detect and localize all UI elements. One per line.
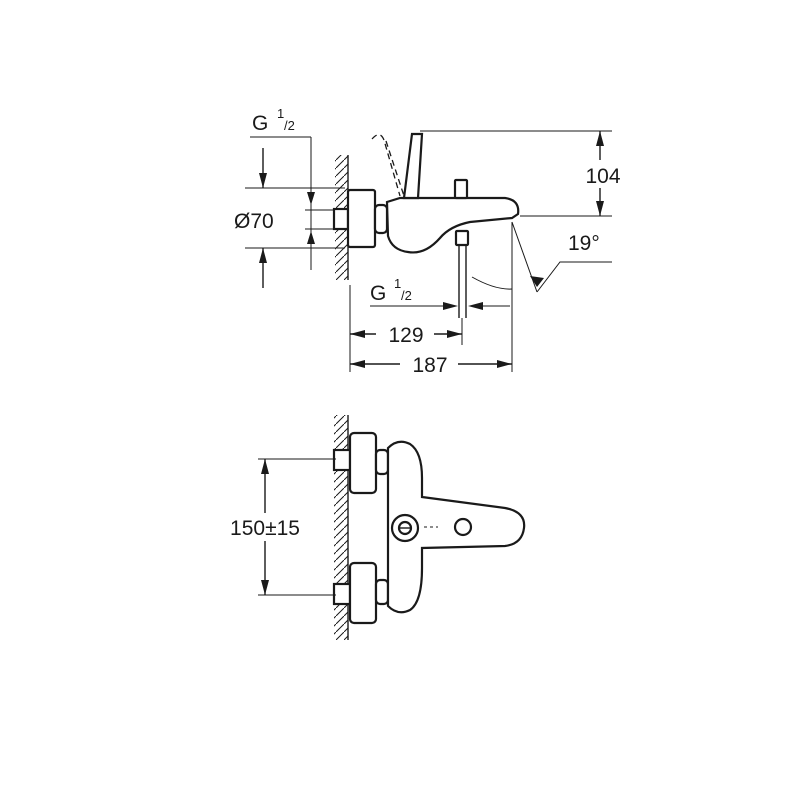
side-view: 104 19° G 1 /2: [234, 106, 628, 377]
mixer-body-top: [386, 440, 526, 614]
outlet-thread-sup: 1: [394, 276, 401, 291]
wall-front: [334, 415, 349, 640]
height-label: 104: [585, 165, 620, 188]
inlet-thread-sup: 1: [277, 106, 284, 121]
outlet-thread-callout: G 1 /2: [370, 276, 510, 310]
inlet-connector: [332, 188, 389, 249]
inlet-spacing-label: 150±15: [230, 517, 300, 540]
inlet-spacing-dimension: 150±15: [215, 458, 336, 596]
upper-connection: [332, 431, 390, 495]
projection-dimensions: 129 187: [349, 285, 513, 377]
diameter-dimension: Ø70: [234, 148, 345, 288]
front-view: 150±15: [215, 415, 526, 640]
diameter-label: Ø70: [234, 210, 274, 233]
angle-label: 19°: [568, 232, 600, 255]
mixer-body-side: [385, 178, 520, 318]
projection-total-label: 187: [412, 354, 447, 377]
inlet-thread-main: G: [252, 112, 268, 135]
outlet-thread-sub: /2: [401, 288, 412, 303]
height-dimension: 104: [420, 130, 628, 217]
lower-connection: [332, 561, 390, 625]
projection-outlet-label: 129: [388, 324, 423, 347]
inlet-thread-sub: /2: [284, 118, 295, 133]
outlet-thread-main: G: [370, 282, 386, 305]
lever-side: [371, 132, 424, 200]
angle-dimension: 19°: [471, 221, 612, 305]
inlet-thread-callout: G 1 /2: [250, 106, 315, 270]
